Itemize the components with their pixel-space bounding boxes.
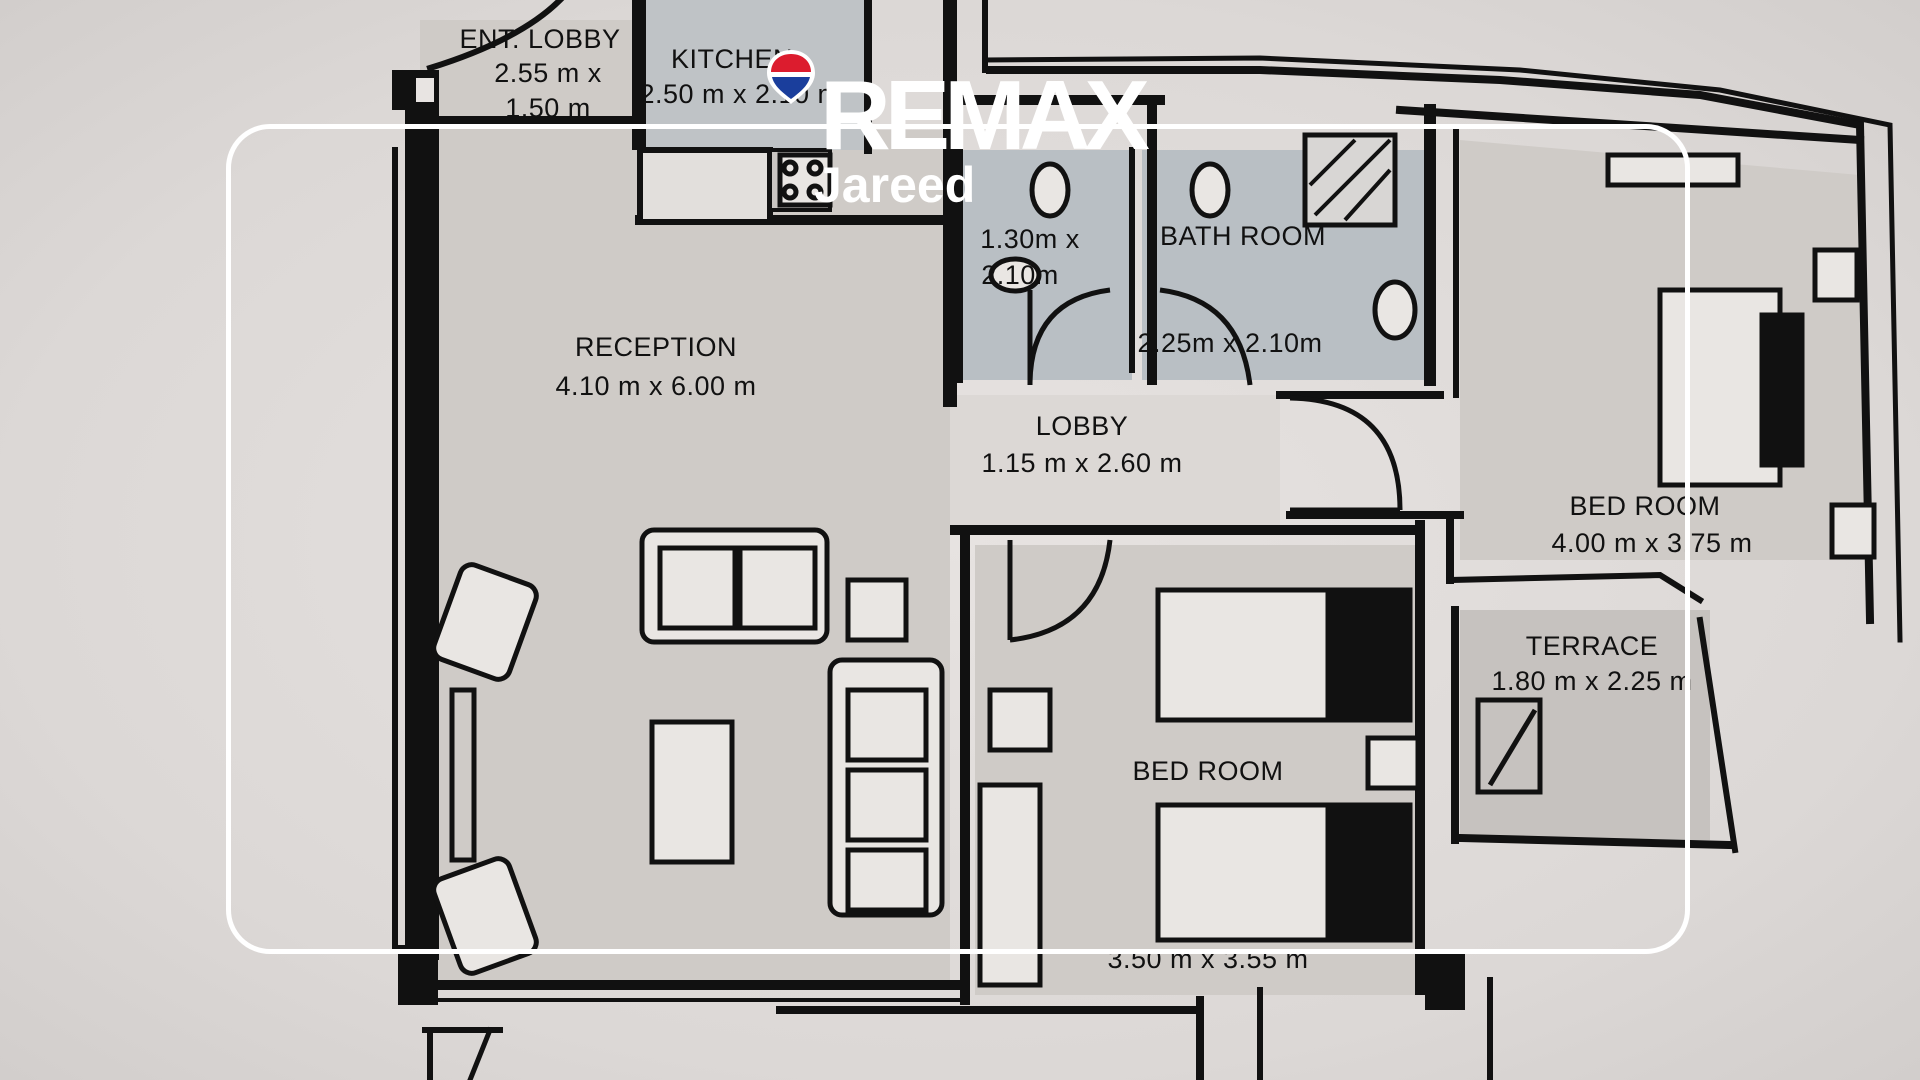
ent-lobby-name: ENT. LOBBY [459, 24, 620, 54]
master-bedroom-size: 4.00 m x 3.75 m [1551, 528, 1752, 558]
terrace-floor [1460, 610, 1710, 840]
ent-lobby-size-1: 2.55 m x [494, 58, 602, 88]
ent-lobby-size-2: 1.50 m [505, 93, 591, 123]
walls [392, 0, 1903, 1080]
doors [1007, 287, 1543, 795]
office-name: Jareed [814, 157, 976, 213]
remax-balloon-icon [767, 50, 815, 104]
lobby-size: 1.15 m x 2.60 m [981, 448, 1182, 478]
reception-size: 4.10 m x 6.00 m [555, 371, 756, 401]
lobby-name: LOBBY [1036, 411, 1129, 441]
lobby-floor [950, 395, 1280, 525]
room-labels: ENT. LOBBY 2.55 m x 1.50 m KITCHEN 2.50 … [459, 24, 1752, 974]
ent-lobby-floor [420, 20, 640, 130]
remax-watermark: REMAX Jareed [764, 48, 1154, 218]
reception-name: RECEPTION [575, 332, 737, 362]
terrace-size: 1.80 m x 2.25 m [1491, 666, 1692, 696]
wc-size-2: 2.10m [981, 260, 1059, 290]
bathroom-size: 2.25m x 2.10m [1137, 328, 1322, 358]
master-bedroom-name: BED ROOM [1569, 491, 1720, 521]
watermark-frame [226, 124, 1690, 954]
remax-logo-text: REMAX [820, 60, 1150, 170]
terrace-name: TERRACE [1526, 631, 1659, 661]
wc-size-1: 1.30m x [980, 224, 1080, 254]
bedroom-2-name: BED ROOM [1132, 756, 1283, 786]
bathroom-name: BATH ROOM [1160, 221, 1326, 251]
